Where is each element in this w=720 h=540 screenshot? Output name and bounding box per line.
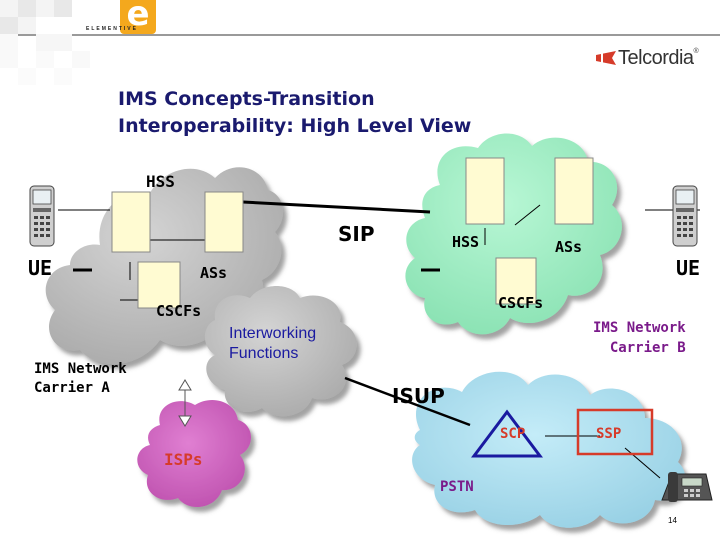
- isps-label: ISPs: [164, 450, 203, 469]
- carrier-a-nodes: [111, 191, 244, 309]
- title-line-2: Interoperability: High Level View: [118, 115, 472, 137]
- ssp-label: SSP: [596, 426, 622, 442]
- page-number: 14: [668, 516, 677, 525]
- interworking-line-1: Interworking: [229, 325, 317, 342]
- ass-right-label: ASs: [555, 238, 583, 256]
- logo-letter: e: [126, 0, 150, 34]
- brand-registered: ®: [693, 48, 699, 55]
- scp-triangle: [471, 409, 543, 458]
- mobile-phone-icon: [29, 185, 55, 247]
- interworking-line-2: Functions: [229, 345, 299, 362]
- telcordia-logo: Telcordia ®: [594, 46, 699, 69]
- isup-label: ISUP: [392, 384, 445, 408]
- ue-left-label: UE: [28, 256, 53, 280]
- title-line-1: IMS Concepts-Transition: [118, 88, 375, 110]
- telcordia-logo-icon: [596, 51, 616, 65]
- pstn-label: PSTN: [440, 479, 474, 495]
- double-arrow-icon: [178, 379, 192, 427]
- carrier-b-line-1: IMS Network: [593, 320, 686, 336]
- isps-cloud: [137, 400, 252, 508]
- hss-right-label: HSS: [452, 233, 480, 251]
- carrier-a-line-2: Carrier A: [34, 380, 110, 396]
- ue-right-label: UE: [676, 256, 701, 280]
- desk-phone-icon: [661, 472, 713, 502]
- interworking-cloud: [204, 286, 357, 417]
- carrier-b-label: IMS Network Carrier B: [593, 318, 686, 358]
- hss-left-label: HSS: [146, 172, 175, 191]
- carrier-b-nodes: [465, 157, 594, 305]
- ass-left-label: ASs: [200, 264, 228, 282]
- ssp-box: [576, 408, 654, 456]
- carrier-b-line-2: Carrier B: [609, 340, 686, 356]
- pstn-cloud: [412, 371, 686, 528]
- interworking-label: Interworking Functions: [229, 324, 316, 364]
- mobile-phone-icon: [672, 185, 698, 247]
- brand-name: Telcordia: [618, 46, 694, 69]
- connection-lines: [58, 200, 700, 479]
- carrier-a-line-1: IMS Network: [34, 361, 127, 377]
- elementive-logo-icon: [120, 0, 156, 34]
- page-title: IMS Concepts-Transition Interoperability…: [118, 86, 598, 140]
- cscfs-right-label: CSCFs: [498, 294, 544, 312]
- sip-label: SIP: [338, 222, 375, 246]
- scp-label: SCP: [500, 426, 526, 442]
- cscfs-left-label: CSCFs: [156, 302, 202, 320]
- logo-tagline: ELEMENTIVE: [86, 26, 138, 32]
- carrier-a-label: IMS Network Carrier A: [34, 360, 127, 398]
- header-rule: [0, 34, 720, 36]
